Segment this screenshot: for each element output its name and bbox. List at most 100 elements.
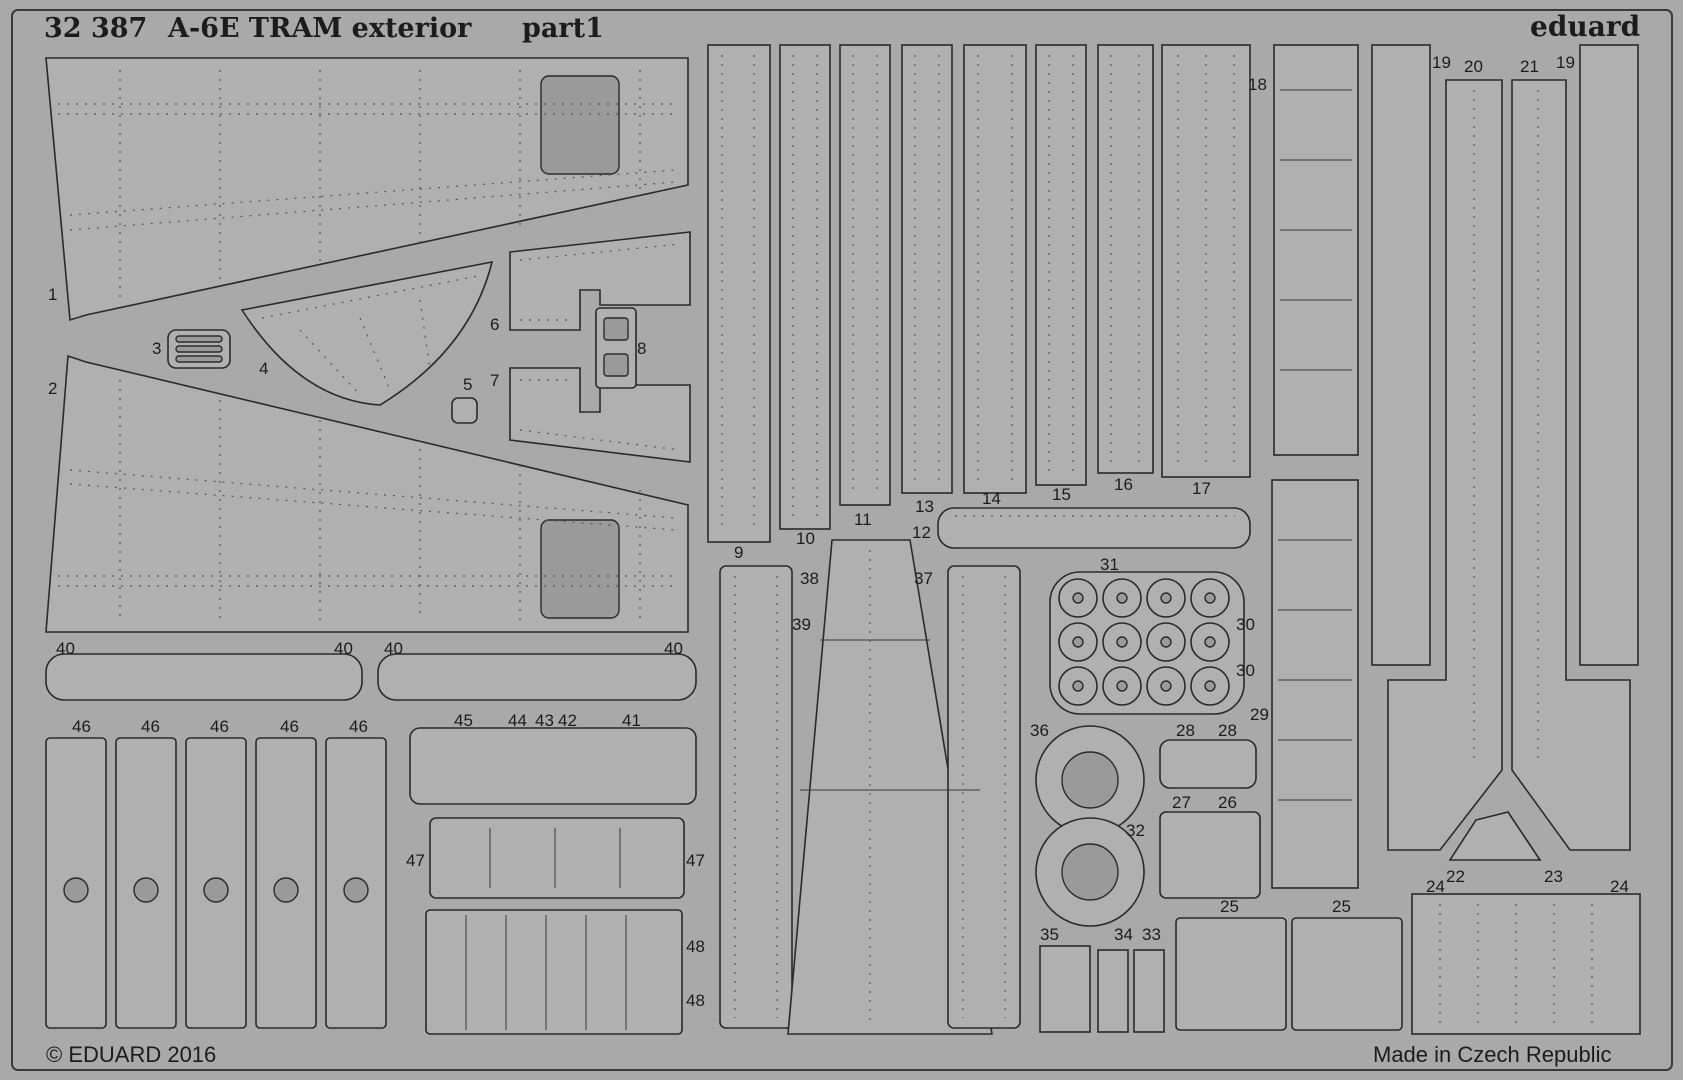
fret-code: 32 387 xyxy=(44,13,147,44)
label-47b: 47 xyxy=(686,851,705,870)
label-15: 15 xyxy=(1052,485,1071,504)
label-11: 11 xyxy=(854,510,872,529)
label-34: 34 xyxy=(1114,925,1133,944)
part-6 xyxy=(509,231,691,331)
fret-part: part1 xyxy=(522,13,604,44)
label-39: 39 xyxy=(792,615,811,634)
label-30b: 30 xyxy=(1236,661,1255,680)
part-29 xyxy=(1271,479,1359,889)
part-47 xyxy=(429,817,685,899)
label-47a: 47 xyxy=(406,851,425,870)
label-45: 45 xyxy=(454,711,473,730)
label-40b: 40 xyxy=(334,639,353,658)
label-16: 16 xyxy=(1114,475,1133,494)
part-8 xyxy=(595,307,637,389)
label-40d: 40 xyxy=(664,639,683,658)
part-4 xyxy=(240,260,494,406)
label-26: 26 xyxy=(1218,793,1237,812)
fan-hub xyxy=(1072,636,1084,648)
label-46d: 46 xyxy=(280,717,299,736)
label-46b: 46 xyxy=(141,717,160,736)
fret-frame xyxy=(11,9,1673,1071)
parts-26-28 xyxy=(1159,739,1261,899)
label-44: 44 xyxy=(508,711,527,730)
parts-33-35 xyxy=(1039,945,1165,1033)
label-27: 27 xyxy=(1172,793,1191,812)
fan-hub xyxy=(1160,592,1172,604)
part-2-panel xyxy=(45,354,689,633)
label-9: 9 xyxy=(734,543,743,562)
label-43: 43 xyxy=(535,711,554,730)
label-25b: 25 xyxy=(1332,897,1351,916)
label-13: 13 xyxy=(915,497,934,516)
label-28b: 28 xyxy=(1218,721,1237,740)
parts-37-39 xyxy=(719,539,1021,1035)
label-6: 6 xyxy=(490,315,499,334)
label-1: 1 xyxy=(48,285,57,304)
fan-hub xyxy=(1204,592,1216,604)
fan-hub xyxy=(1072,680,1084,692)
label-5: 5 xyxy=(463,375,472,394)
part-labels: 1 2 3 4 5 6 7 8 9 10 11 12 13 14 15 16 1… xyxy=(48,53,1629,1010)
fan-hub xyxy=(1116,592,1128,604)
label-12: 12 xyxy=(912,523,931,542)
label-3: 3 xyxy=(152,339,161,358)
label-25a: 25 xyxy=(1220,897,1239,916)
label-42: 42 xyxy=(558,711,577,730)
label-29: 29 xyxy=(1250,705,1269,724)
parts-30-31-discs xyxy=(1049,571,1245,715)
fan-hub xyxy=(1204,680,1216,692)
part-1-panel xyxy=(45,57,689,322)
label-2: 2 xyxy=(48,379,57,398)
label-23: 23 xyxy=(1544,867,1563,886)
label-19b: 19 xyxy=(1556,53,1575,72)
label-4: 4 xyxy=(259,359,268,378)
part-5 xyxy=(451,397,478,424)
label-28a: 28 xyxy=(1176,721,1195,740)
label-40c: 40 xyxy=(384,639,403,658)
label-41: 41 xyxy=(622,711,641,730)
label-31: 31 xyxy=(1100,555,1119,574)
parts-32-36-rings xyxy=(1035,725,1145,927)
label-37: 37 xyxy=(914,569,933,588)
label-48a: 48 xyxy=(686,937,705,956)
label-8: 8 xyxy=(637,339,646,358)
label-38: 38 xyxy=(800,569,819,588)
fan-hub xyxy=(1116,636,1128,648)
label-22: 22 xyxy=(1446,867,1465,886)
label-24b: 24 xyxy=(1610,877,1629,896)
label-48b: 48 xyxy=(686,991,705,1010)
part-40 xyxy=(45,653,697,701)
label-17: 17 xyxy=(1192,479,1211,498)
label-19a: 19 xyxy=(1432,53,1451,72)
made-in: Made in Czech Republic xyxy=(1373,1042,1611,1067)
label-10: 10 xyxy=(796,529,815,548)
parts-41-45 xyxy=(409,727,697,805)
fan-hub xyxy=(1204,636,1216,648)
label-46e: 46 xyxy=(349,717,368,736)
copyright: © EDUARD 2016 xyxy=(46,1042,216,1067)
label-36: 36 xyxy=(1030,721,1049,740)
label-14: 14 xyxy=(982,489,1001,508)
parts-19-23 xyxy=(1371,44,1639,861)
label-30a: 30 xyxy=(1236,615,1255,634)
label-21: 21 xyxy=(1520,57,1539,76)
label-20: 20 xyxy=(1464,57,1483,76)
fan-hub xyxy=(1116,680,1128,692)
fan-hub xyxy=(1072,592,1084,604)
label-7: 7 xyxy=(490,371,499,390)
label-40a: 40 xyxy=(56,639,75,658)
part-25 xyxy=(1175,917,1403,1031)
fret-title: A-6E TRAM exterior xyxy=(167,13,472,44)
fan-hub xyxy=(1160,680,1172,692)
part-48 xyxy=(425,909,683,1035)
label-33: 33 xyxy=(1142,925,1161,944)
label-18: 18 xyxy=(1248,75,1267,94)
strip-parts-9-17 xyxy=(707,44,1251,543)
label-35: 35 xyxy=(1040,925,1059,944)
part-12 xyxy=(937,507,1251,549)
part-24 xyxy=(1411,893,1641,1035)
part-3 xyxy=(167,329,231,369)
part-46 xyxy=(45,737,387,1029)
